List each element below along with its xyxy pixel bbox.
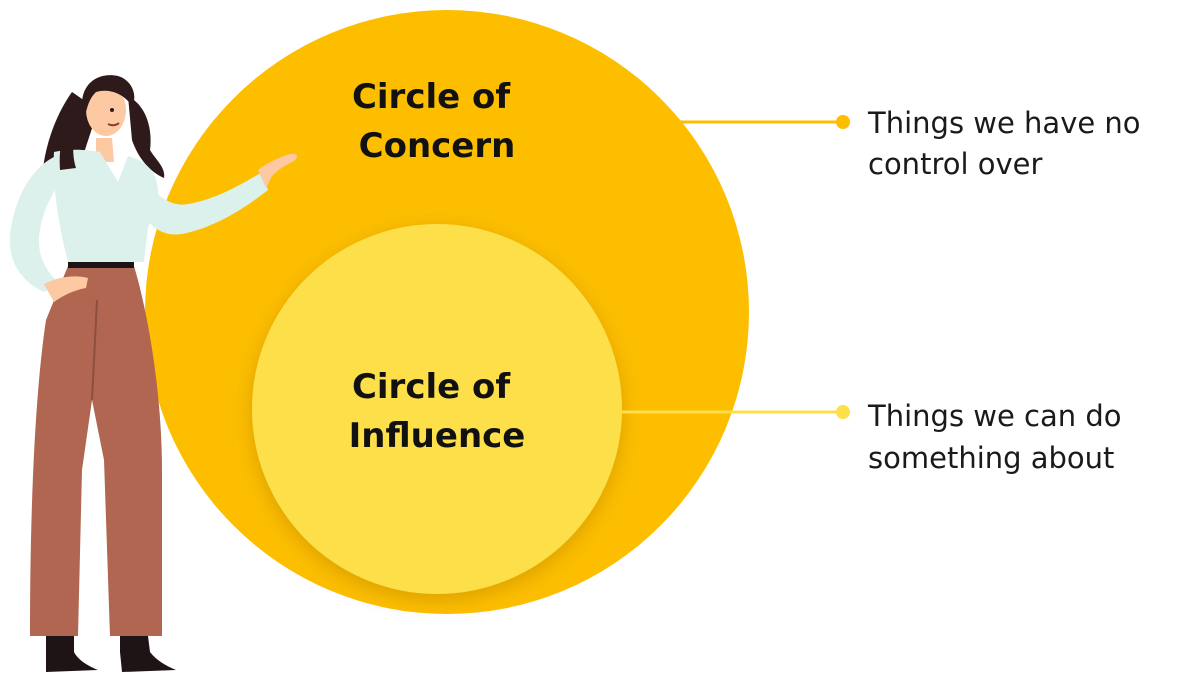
concern-connector-dot — [836, 115, 850, 129]
influence-callout-line2: something about — [868, 441, 1114, 475]
circle-of-influence — [252, 224, 622, 594]
influence-callout-line1: Things we can do — [867, 399, 1122, 433]
face — [86, 84, 126, 136]
hair-long-left — [59, 100, 84, 170]
influence-connector-dot — [836, 405, 850, 419]
hair-front — [82, 75, 135, 112]
trousers-crease — [91, 299, 98, 401]
woman-presenter-illustration — [9, 75, 298, 672]
raised-hand — [258, 153, 298, 188]
blouse — [53, 149, 159, 262]
circle-of-influence-title-line1: Circle of — [352, 367, 511, 407]
circle-of-influence-title: Circle of Influence — [349, 367, 526, 456]
mouth — [107, 122, 120, 127]
left-shoe — [46, 636, 98, 672]
concern-callout: Things we have no control over — [867, 106, 1150, 181]
belt — [68, 261, 134, 268]
circle-of-influence-title-line2: Influence — [349, 416, 526, 456]
influence-callout: Things we can do something about — [867, 399, 1131, 475]
hip-hand — [44, 276, 88, 302]
hair-right-strands — [128, 96, 165, 178]
circle-of-concern-title-line1: Circle of — [352, 77, 511, 117]
circle-of-concern-title: Circle of Concern — [352, 77, 522, 166]
concern-callout-line1: Things we have no — [867, 106, 1141, 140]
trousers — [30, 266, 162, 636]
raised-arm-sleeve — [136, 172, 268, 235]
concern-callout-line2: control over — [868, 147, 1042, 181]
eye — [110, 108, 114, 112]
hip-arm-sleeve — [9, 156, 66, 292]
right-shoe — [120, 636, 176, 672]
circle-of-concern-title-line2: Concern — [359, 126, 516, 166]
